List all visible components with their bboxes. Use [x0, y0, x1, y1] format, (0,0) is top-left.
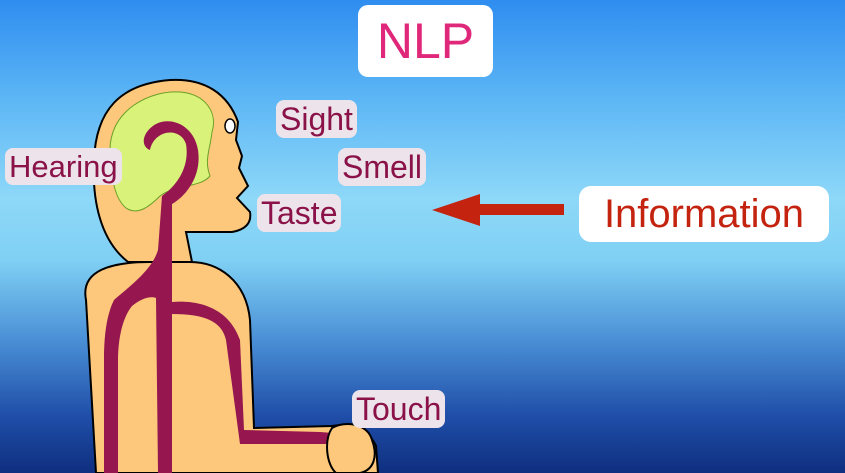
sense-label-taste: Taste	[257, 194, 341, 232]
left-arrow-icon	[430, 190, 570, 230]
sense-label-sight: Sight	[276, 100, 357, 138]
sense-label-smell: Smell	[338, 148, 426, 186]
information-label: Information	[579, 186, 829, 242]
slide-title: NLP	[358, 5, 493, 77]
sense-label-touch: Touch	[352, 390, 445, 428]
fist	[327, 424, 375, 473]
eye	[225, 119, 235, 133]
sense-label-hearing: Hearing	[5, 148, 122, 185]
